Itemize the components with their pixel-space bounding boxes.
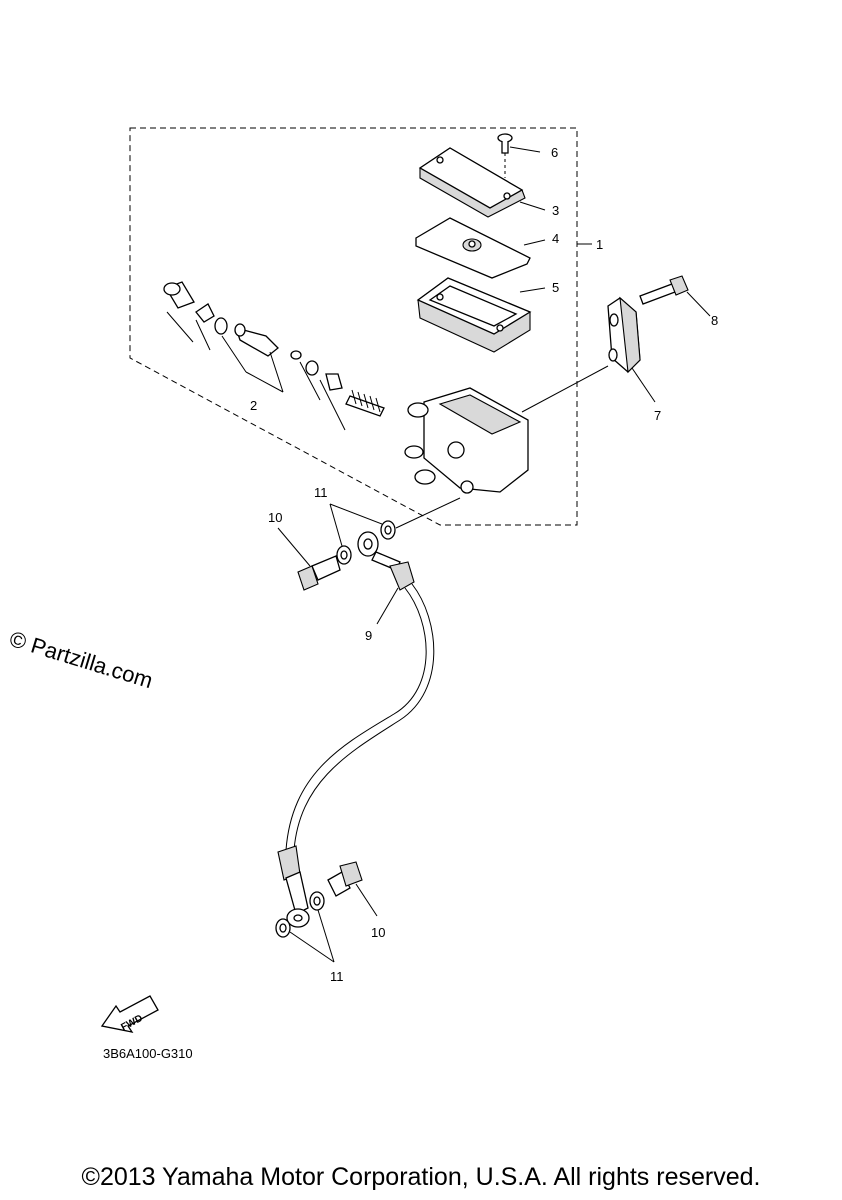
callout-5: 5 — [552, 280, 559, 295]
diagram-code: 3B6A100-G310 — [103, 1046, 193, 1061]
part-11-washers-lower — [275, 891, 325, 938]
callout-4: 4 — [552, 231, 559, 246]
assembly-boundary — [129, 127, 578, 526]
part-10-union-bolt-upper — [297, 555, 341, 591]
part-3-cap — [418, 147, 526, 218]
part-10-union-bolt-lower — [327, 861, 363, 897]
part-4-diaphragm-plate — [415, 217, 531, 279]
part-7-holder — [607, 296, 641, 374]
callout-1: 1 — [596, 237, 603, 252]
part-8-bolt — [639, 275, 689, 305]
callout-11-upper: 11 — [314, 485, 328, 500]
master-cylinder-body — [404, 387, 529, 494]
part-2-piston-kit — [163, 281, 385, 417]
part-9-brake-hose — [277, 531, 435, 928]
callout-7: 7 — [654, 408, 661, 423]
callout-10-upper: 10 — [268, 510, 282, 525]
part-6-screw — [497, 133, 513, 178]
callout-9: 9 — [365, 628, 372, 643]
callout-11-lower: 11 — [330, 969, 344, 984]
part-11-washers-upper — [336, 520, 396, 565]
callout-8: 8 — [711, 313, 718, 328]
callout-6: 6 — [551, 145, 558, 160]
copyright-notice: ©2013 Yamaha Motor Corporation, U.S.A. A… — [81, 1163, 761, 1191]
fwd-arrow-icon: FWD — [100, 995, 159, 1033]
callout-3: 3 — [552, 203, 559, 218]
callout-10-lower: 10 — [371, 925, 385, 940]
part-5-diaphragm — [416, 277, 532, 353]
callout-2: 2 — [250, 398, 257, 413]
